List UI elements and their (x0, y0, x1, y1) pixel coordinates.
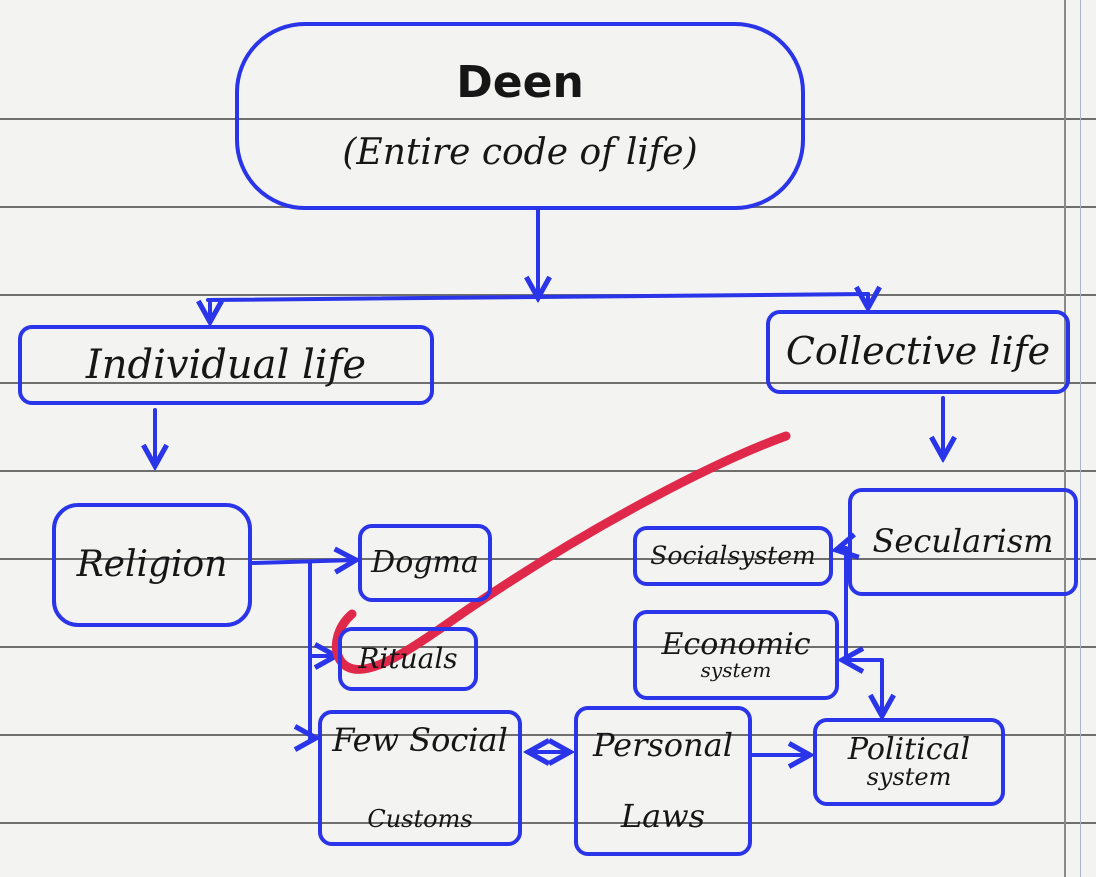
node-personal-laws: Personal Laws (574, 706, 752, 856)
node-political-system: Political system (813, 718, 1005, 806)
node-individual-life: Individual life (18, 325, 434, 405)
node-secularism: Secularism (848, 488, 1078, 596)
node-economic-system: Economic system (633, 610, 839, 700)
node-secularism-label: Secularism (872, 522, 1054, 561)
node-deen: Deen (Entire code of life) (235, 22, 805, 210)
node-personal-laws-line2: Laws (620, 796, 706, 835)
node-personal-laws-line1: Personal (593, 725, 733, 764)
node-rituals-label: Rituals (358, 642, 458, 676)
node-few-social-customs-line1: Few Social (332, 721, 508, 759)
node-few-social-customs-line2: Customs (367, 804, 473, 833)
node-deen-title: Deen (456, 57, 584, 108)
node-individual-life-label: Individual life (85, 342, 367, 388)
node-religion: Religion (52, 503, 252, 627)
edge-religion-to-dogma (250, 560, 356, 563)
node-deen-subtitle: (Entire code of life) (342, 132, 698, 174)
node-social-system: Socialsystem (633, 526, 833, 586)
node-collective-life-label: Collective life (785, 329, 1051, 374)
node-dogma: Dogma (358, 524, 492, 602)
node-few-social-customs: Few Social Customs (318, 710, 522, 846)
node-rituals: Rituals (338, 627, 478, 691)
node-social-system-label: Socialsystem (650, 540, 816, 570)
node-political-system-line1: Political (847, 731, 971, 767)
node-political-system-line2: system (866, 763, 952, 792)
edge-deen-branch-bar (206, 292, 870, 302)
node-collective-life: Collective life (766, 310, 1070, 394)
node-dogma-label: Dogma (371, 545, 479, 581)
node-economic-system-line1: Economic (661, 626, 811, 662)
edge-secularism-to-political (844, 658, 882, 716)
notebook-margin-line (1064, 0, 1066, 877)
node-religion-label: Religion (76, 544, 228, 586)
notebook-margin-line-secondary (1080, 0, 1081, 877)
annotation-red-checkmark (332, 431, 791, 674)
node-economic-system-line2: system (700, 658, 772, 683)
